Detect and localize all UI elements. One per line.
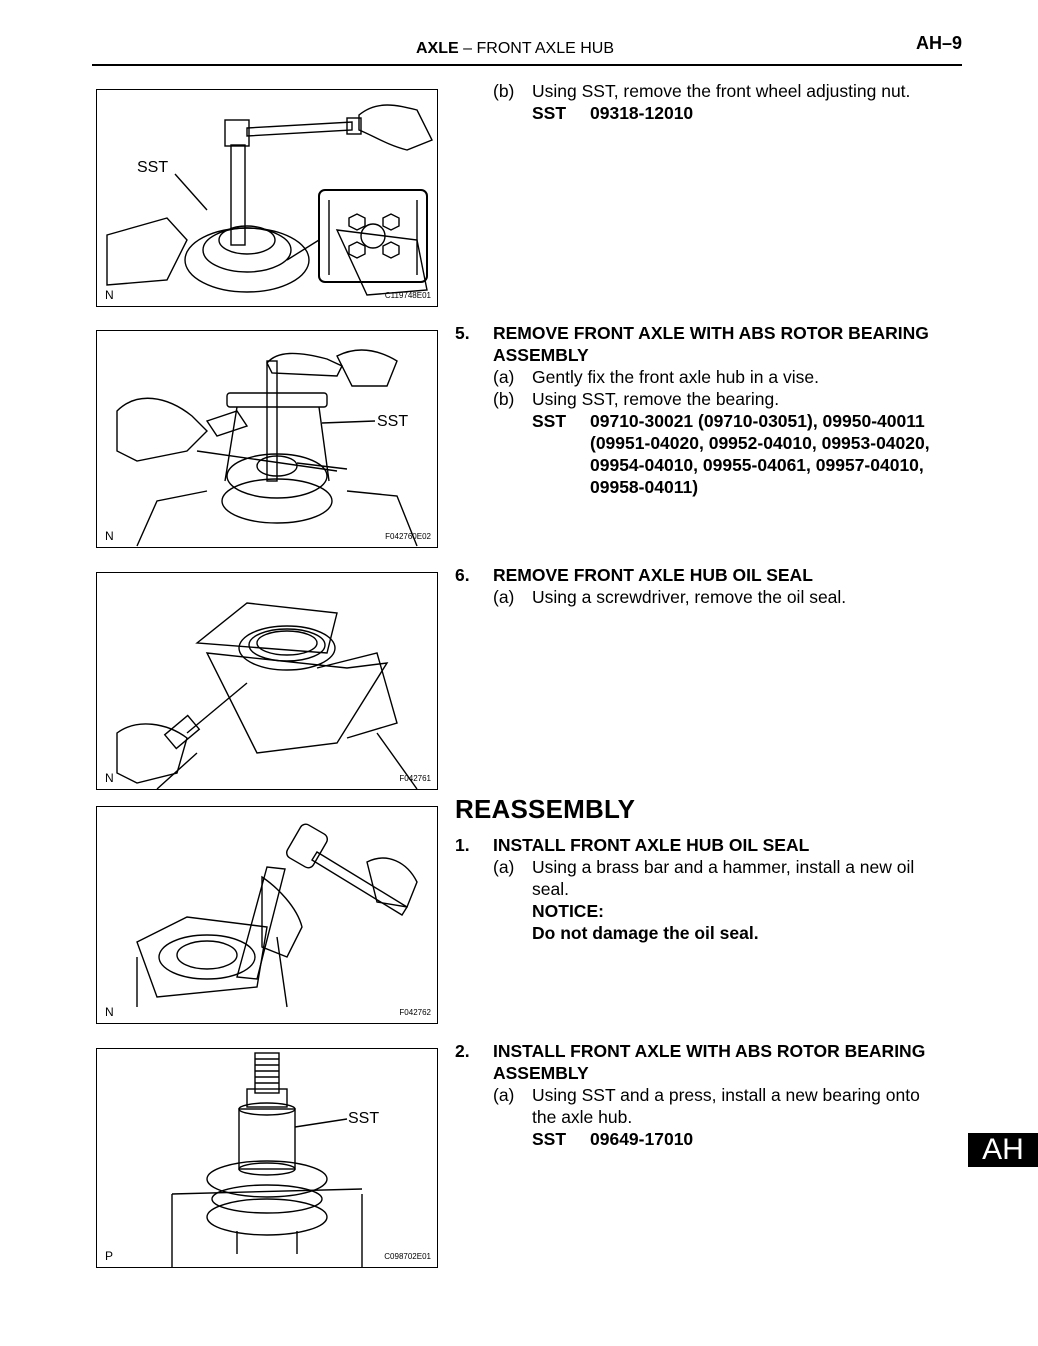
reassembly-1a-text-line1: Using a brass bar and a hammer, install …	[532, 857, 915, 877]
figure-corner-letter: N	[105, 1005, 114, 1019]
figure-bearing-removal: SST N F042760E02	[96, 330, 438, 548]
step-5b-text: Using SST, remove the bearing.	[532, 389, 780, 409]
figure-corner-letter: N	[105, 288, 114, 302]
figure-code: C119748E01	[384, 291, 431, 300]
figure-oil-seal-removal: N F042761	[96, 572, 438, 790]
step-4b-sst-label: SST	[532, 103, 567, 123]
screwdriver-illustration	[116, 602, 418, 789]
press-illustration	[171, 1052, 363, 1267]
reassembly-2a-text-line1: Using SST and a press, install a new bea…	[532, 1085, 920, 1105]
step-5a-marker: (a)	[493, 367, 515, 387]
reassembly-1-number: 1.	[455, 835, 470, 855]
reassembly-2-title-line1: INSTALL FRONT AXLE WITH ABS ROTOR BEARIN…	[493, 1041, 926, 1061]
header-subsection: FRONT AXLE HUB	[476, 40, 614, 57]
figure-code: F042762	[399, 1008, 431, 1017]
figure-code: F042761	[399, 774, 431, 783]
notice-label: NOTICE:	[532, 901, 604, 921]
reassembly-1-title: INSTALL FRONT AXLE HUB OIL SEAL	[493, 835, 810, 855]
reassembly-2-title-line2: ASSEMBLY	[493, 1063, 589, 1083]
step-5-sst-line4: 09958-04011)	[590, 477, 699, 497]
header-separator: –	[463, 40, 473, 57]
step-5-sst-line2: (09951-04020, 09952-04010, 09953-04020,	[590, 433, 930, 453]
figure-code: C098702E01	[384, 1252, 431, 1261]
step-4b-text: Using SST, remove the front wheel adjust…	[532, 81, 911, 101]
step-4b-marker: (b)	[493, 81, 515, 101]
reassembly-heading: REASSEMBLY	[455, 794, 636, 824]
step-4b-sst-number: 09318-12010	[590, 103, 694, 123]
step-5-title-line1: REMOVE FRONT AXLE WITH ABS ROTOR BEARING	[493, 323, 929, 343]
figure-bearing-install: SST P C098702E01	[96, 1048, 438, 1268]
figure-wheel-nut-removal: SST N C119748E01	[96, 89, 438, 307]
figure-label-sst: SST	[348, 1110, 380, 1127]
notice-text: Do not damage the oil seal.	[532, 923, 759, 943]
reassembly-1a-text-line2: seal.	[532, 879, 569, 899]
header-section: AXLE	[416, 40, 459, 57]
step-6-number: 6.	[455, 565, 470, 585]
reassembly-2a-text-line2: the axle hub.	[532, 1107, 633, 1127]
hammer-brass-bar-illustration	[136, 823, 418, 1008]
bearing-puller-illustration	[116, 349, 418, 547]
step-5-number: 5.	[455, 323, 470, 343]
header-title: AXLE – FRONT AXLE HUB	[416, 40, 614, 58]
step-6a-marker: (a)	[493, 587, 515, 607]
wheel-nut-illustration	[106, 104, 433, 296]
figure-label-sst: SST	[137, 159, 169, 176]
reassembly-1a-marker: (a)	[493, 857, 515, 877]
step-5-sst-label: SST	[532, 411, 567, 431]
reassembly-2-sst-label: SST	[532, 1129, 567, 1149]
step-5-title-line2: ASSEMBLY	[493, 345, 589, 365]
step-6-title: REMOVE FRONT AXLE HUB OIL SEAL	[493, 565, 813, 585]
figure-corner-letter: N	[105, 529, 114, 543]
figure-label-sst: SST	[377, 413, 409, 430]
figure-corner-letter: P	[105, 1249, 114, 1263]
step-5-sst-line3: 09954-04010, 09955-04061, 09957-04010,	[590, 455, 924, 475]
step-5-sst-line1: 09710-30021 (09710-03051), 09950-40011	[590, 411, 925, 431]
reassembly-2-number: 2.	[455, 1041, 470, 1061]
figure-code: F042760E02	[385, 532, 431, 541]
reassembly-2a-marker: (a)	[493, 1085, 515, 1105]
step-6a-text: Using a screwdriver, remove the oil seal…	[532, 587, 847, 607]
reassembly-2-sst-number: 09649-17010	[590, 1129, 694, 1149]
figure-corner-letter: N	[105, 771, 114, 785]
page-number: AH–9	[915, 33, 962, 53]
step-5a-text: Gently fix the front axle hub in a vise.	[532, 367, 819, 387]
figure-oil-seal-install: N F042762	[96, 806, 438, 1024]
section-tab-ah: AH	[968, 1133, 1038, 1167]
header-rule	[92, 64, 962, 66]
step-5b-marker: (b)	[493, 389, 515, 409]
